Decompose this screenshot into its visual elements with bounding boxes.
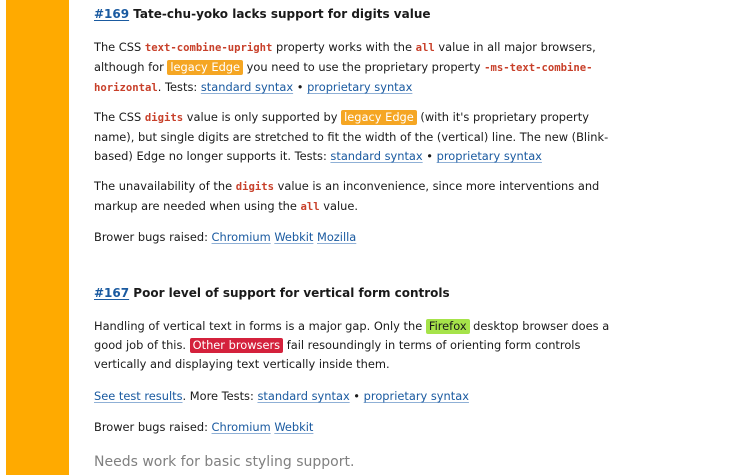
css-value-code: digits (235, 181, 275, 193)
issue-number-link[interactable]: #167 (94, 286, 130, 300)
issue-number-link[interactable]: #169 (94, 7, 130, 21)
other-browsers-badge: Other browsers (189, 338, 284, 353)
issue-title: Poor level of support for vertical form … (133, 286, 450, 300)
css-property-code: text-combine-upright (144, 42, 273, 54)
proprietary-syntax-test-link[interactable]: proprietary syntax (436, 149, 542, 163)
webkit-bug-link[interactable]: Webkit (274, 230, 314, 244)
standard-syntax-test-link[interactable]: standard syntax (257, 389, 350, 403)
text: The CSS (94, 110, 145, 124)
css-property-code: -ms-text-combine-horizontal (94, 62, 593, 94)
issue-169: #169 Tate-chu-yoko lacks support for dig… (94, 6, 624, 244)
text: value is only supported by (183, 110, 342, 124)
webkit-bug-link[interactable]: Webkit (274, 420, 314, 434)
text: desktop browser does a good job of this. (94, 319, 610, 352)
separator: • (293, 80, 308, 94)
text: fail resoundingly in terms of orienting … (94, 338, 581, 371)
mozilla-bug-link[interactable]: Mozilla (317, 230, 357, 244)
text: The unavailability of the (94, 179, 236, 193)
text: value in all major browsers, although fo… (94, 40, 596, 74)
text: property works with the (272, 40, 416, 54)
issue-paragraph: The unavailability of the digits value i… (94, 177, 624, 217)
page-margin (0, 0, 6, 475)
firefox-badge: Firefox (425, 319, 470, 334)
standard-syntax-test-link[interactable]: standard syntax (330, 149, 423, 163)
issue-title: Tate-chu-yoko lacks support for digits v… (133, 7, 431, 21)
text: . More Tests: (182, 389, 258, 403)
issue-heading: #169 Tate-chu-yoko lacks support for dig… (94, 6, 624, 22)
accent-bar (6, 0, 69, 475)
chromium-bug-link[interactable]: Chromium (211, 230, 271, 244)
text: value. (319, 199, 359, 213)
text: Handling of vertical text in forms is a … (94, 319, 426, 333)
text: (with it's proprietary property name), b… (94, 110, 609, 163)
separator: • (422, 149, 437, 163)
status-note: Needs work for basic styling support. (94, 454, 355, 470)
issue-heading: #167 Poor level of support for vertical … (94, 285, 624, 301)
browser-bugs: Brower bugs raised: Chromium Webkit Mozi… (94, 228, 624, 247)
separator: • (349, 389, 364, 403)
text: . Tests: (157, 80, 201, 94)
proprietary-syntax-test-link[interactable]: proprietary syntax (363, 389, 469, 403)
text: value is an inconvenience, since more in… (94, 179, 600, 213)
bugs-label: Brower bugs raised: (94, 230, 212, 244)
see-test-results-link[interactable]: See test results (94, 389, 183, 403)
proprietary-syntax-test-link[interactable]: proprietary syntax (307, 80, 413, 94)
css-value-code: all (415, 42, 435, 54)
issue-167: #167 Poor level of support for vertical … (94, 285, 624, 470)
legacy-edge-badge: legacy Edge (167, 60, 244, 75)
css-value-code: all (300, 201, 320, 213)
issue-paragraph: Handling of vertical text in forms is a … (94, 317, 624, 374)
standard-syntax-test-link[interactable]: standard syntax (200, 80, 294, 94)
css-value-code: digits (144, 112, 184, 124)
issue-paragraph: The CSS text-combine-upright property wo… (94, 38, 624, 98)
text: you need to use the proprietary property (243, 60, 485, 74)
chromium-bug-link[interactable]: Chromium (211, 420, 271, 434)
issue-paragraph: See test results. More Tests: standard s… (94, 387, 624, 406)
browser-bugs: Brower bugs raised: Chromium Webkit (94, 418, 624, 437)
issue-paragraph: The CSS digits value is only supported b… (94, 108, 624, 166)
text: The CSS (94, 40, 145, 54)
legacy-edge-badge: legacy Edge (341, 110, 417, 125)
bugs-label: Brower bugs raised: (94, 420, 212, 434)
